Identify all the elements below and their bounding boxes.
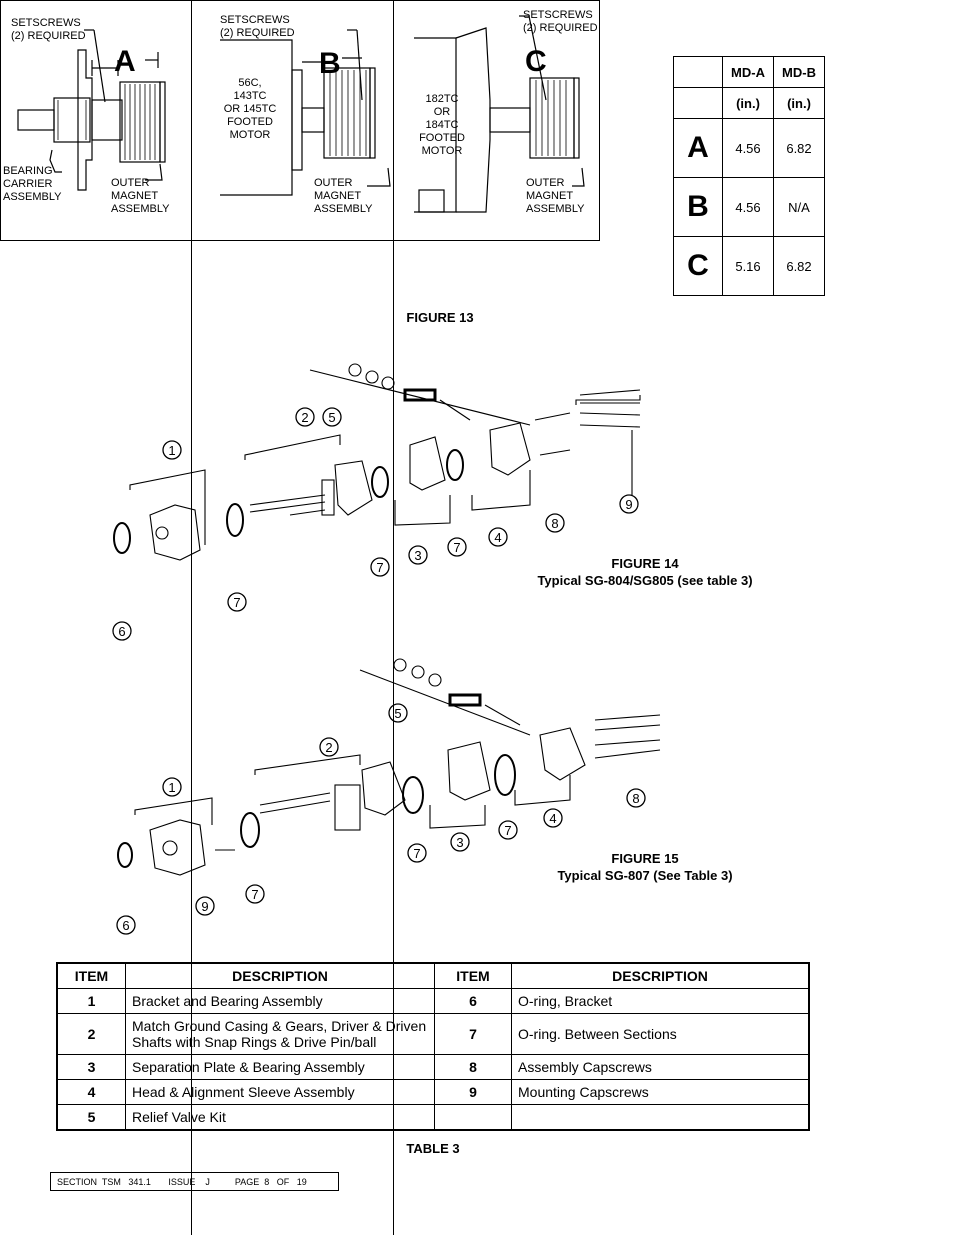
page-footer: SECTION TSM 341.1 ISSUE J PAGE 8 OF 19 <box>50 1172 339 1191</box>
panel-b-drawing <box>220 29 391 196</box>
fig15-callout-7: 7 <box>504 823 511 838</box>
fig15-callout-8: 8 <box>632 791 639 806</box>
item-number: 7 <box>434 1013 512 1055</box>
md-a-header: MD-A <box>722 56 774 88</box>
item-description: O-ring. Between Sections <box>511 1013 810 1055</box>
panel-letter-c: C <box>525 45 547 78</box>
fig14-callout-7: 7 <box>376 560 383 575</box>
table-row: 3 Separation Plate & Bearing Assembly 8 … <box>56 1054 810 1080</box>
setscrews-label-a: SETSCREWS (2) REQUIRED <box>11 17 86 42</box>
outer-magnet-label-b: OUTER MAGNET ASSEMBLY <box>314 177 373 215</box>
figure-13: SETSCREWS (2) REQUIRED A BEARING CARRIER… <box>0 0 600 1235</box>
panel-letter-b: B <box>319 47 341 80</box>
md-b-header: MD-B <box>773 56 825 88</box>
item-description: O-ring, Bracket <box>511 988 810 1014</box>
item-description: Assembly Capscrews <box>511 1054 810 1080</box>
md-units-corner <box>673 87 723 119</box>
figure-14-exploded-view: 1 2 5 3 7 7 7 4 8 9 6 <box>112 363 641 641</box>
item-description: Head & Alignment Sleeve Assembly <box>125 1079 435 1105</box>
item-number: 4 <box>56 1079 126 1105</box>
item-number <box>434 1104 512 1131</box>
md-row-label: A <box>673 118 723 178</box>
item-header: ITEM <box>56 962 126 989</box>
figure-15-exploded-view: 5 2 1 9 7 7 3 7 4 8 6 <box>116 658 661 935</box>
table-row: 1 Bracket and Bearing Assembly 6 O-ring,… <box>56 988 810 1014</box>
item-number: 1 <box>56 988 126 1014</box>
fig14-callout-7: 7 <box>233 595 240 610</box>
md-a-value: 4.56 <box>722 118 774 178</box>
md-b-units: (in.) <box>773 87 825 119</box>
item-description: Match Ground Casing & Gears, Driver & Dr… <box>125 1013 435 1055</box>
table-3-caption: TABLE 3 <box>406 1141 460 1156</box>
item-description: Mounting Capscrews <box>511 1079 810 1105</box>
item-number: 3 <box>56 1054 126 1080</box>
motor-label-b: 56C, 143TC OR 145TC FOOTED MOTOR <box>223 77 277 141</box>
fig14-callout-4: 4 <box>494 530 501 545</box>
md-b-value: 6.82 <box>773 118 825 178</box>
motor-label-c: 182TC OR 184TC FOOTED MOTOR <box>419 93 465 157</box>
fig14-callout-1: 1 <box>168 443 175 458</box>
fig15-callout-6: 6 <box>122 918 129 933</box>
md-a-value: 5.16 <box>722 236 774 296</box>
fig15-callout-7: 7 <box>251 887 258 902</box>
panel-letter-a: A <box>114 45 136 78</box>
item-description: Separation Plate & Bearing Assembly <box>125 1054 435 1080</box>
setscrews-label-c: SETSCREWS (2) REQUIRED <box>523 9 598 34</box>
md-a-units: (in.) <box>722 87 774 119</box>
fig14-callout-8: 8 <box>551 516 558 531</box>
item-number: 2 <box>56 1013 126 1055</box>
figure-14-caption-2: Typical SG-804/SG805 (see table 3) <box>537 573 753 588</box>
fig14-callout-6: 6 <box>118 624 125 639</box>
description-header: DESCRIPTION <box>511 962 810 989</box>
figure-15-caption-2: Typical SG-807 (See Table 3) <box>557 868 733 883</box>
fig15-callout-5: 5 <box>394 706 401 721</box>
md-table-corner <box>673 56 723 88</box>
item-description: Bracket and Bearing Assembly <box>125 988 435 1014</box>
fig15-callout-2: 2 <box>325 740 332 755</box>
fig14-callout-9: 9 <box>625 497 632 512</box>
table-row: 5 Relief Valve Kit <box>56 1104 810 1131</box>
md-b-value: N/A <box>773 177 825 237</box>
panel-a-drawing <box>17 29 166 191</box>
md-a-value: 4.56 <box>722 177 774 237</box>
setscrews-label-b: SETSCREWS (2) REQUIRED <box>220 14 295 39</box>
md-row-label: B <box>673 177 723 237</box>
panel-divider <box>393 0 394 1235</box>
table-row: 2 Match Ground Casing & Gears, Driver & … <box>56 1013 810 1055</box>
item-number: 6 <box>434 988 512 1014</box>
item-header: ITEM <box>434 962 512 989</box>
figure-15-caption-1: FIGURE 15 <box>611 851 679 866</box>
fig15-callout-3: 3 <box>456 835 463 850</box>
item-number: 5 <box>56 1104 126 1131</box>
description-header: DESCRIPTION <box>125 962 435 989</box>
bearing-carrier-label: BEARING CARRIER ASSEMBLY <box>3 165 62 203</box>
figure-13-caption: FIGURE 13 <box>406 310 474 325</box>
panel-divider <box>191 0 192 1235</box>
fig14-callout-3: 3 <box>414 548 421 563</box>
md-row-label: C <box>673 236 723 296</box>
outer-magnet-label-a: OUTER MAGNET ASSEMBLY <box>111 177 170 215</box>
md-b-value: 6.82 <box>773 236 825 296</box>
item-number: 8 <box>434 1054 512 1080</box>
table-3: ITEM DESCRIPTION ITEM DESCRIPTION 1 Brac… <box>56 962 810 1131</box>
figure-14-caption-1: FIGURE 14 <box>611 556 679 571</box>
item-number: 9 <box>434 1079 512 1105</box>
fig14-callout-5: 5 <box>328 410 335 425</box>
fig15-callout-7: 7 <box>413 846 420 861</box>
fig14-callout-7: 7 <box>453 540 460 555</box>
fig14-callout-2: 2 <box>301 410 308 425</box>
panel-c-drawing <box>414 15 585 213</box>
md-dimension-table: MD-A MD-B (in.) (in.) A 4.56 6.82 B 4.56… <box>673 56 825 296</box>
item-description: Relief Valve Kit <box>125 1104 435 1131</box>
item-description <box>511 1104 810 1131</box>
fig15-callout-4: 4 <box>549 811 556 826</box>
outer-magnet-label-c: OUTER MAGNET ASSEMBLY <box>526 177 585 215</box>
table-row: 4 Head & Alignment Sleeve Assembly 9 Mou… <box>56 1079 810 1105</box>
fig15-callout-1: 1 <box>168 780 175 795</box>
fig15-callout-9: 9 <box>201 899 208 914</box>
